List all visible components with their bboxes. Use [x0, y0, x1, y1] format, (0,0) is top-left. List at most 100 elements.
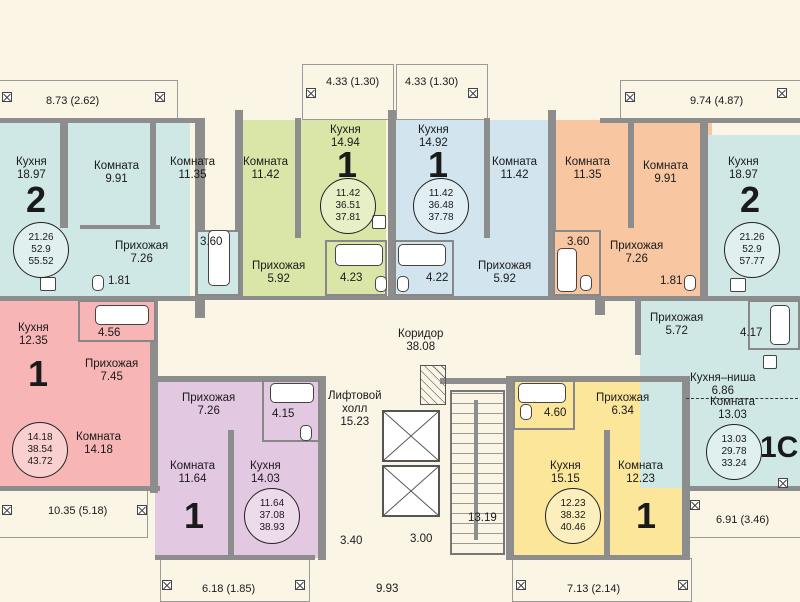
stove-icon: [763, 355, 777, 369]
toilet-icon: [520, 404, 532, 420]
toilet-icon: [92, 275, 104, 291]
vestibule-area: 3.00: [410, 533, 433, 545]
wall: [228, 430, 234, 558]
wall: [60, 118, 68, 228]
total-area-with-balcony: 43.72: [27, 456, 53, 467]
wall: [635, 300, 641, 355]
total-area: 38.54: [27, 444, 53, 455]
wall: [628, 118, 634, 228]
bathtub-icon: [398, 244, 446, 266]
wall: [388, 110, 396, 300]
area-summary: 14.18 38.54 43.72: [12, 422, 68, 478]
toilet-icon: [397, 276, 409, 292]
kitchen-label: Кухня 14.03: [250, 460, 281, 485]
stair-divider: [474, 400, 478, 540]
total-area-with-balcony: 33.24: [721, 458, 747, 469]
window-icon: [625, 92, 635, 102]
balcony-area: 9.74 (4.87): [690, 95, 744, 107]
window-icon: [468, 88, 478, 98]
window-icon: [2, 505, 12, 515]
corridor-label: Коридор 38.08: [398, 328, 444, 353]
balcony-area: 8.73 (2.62): [46, 95, 100, 107]
hall-label: Прихожая 7.26: [610, 240, 664, 265]
window-icon: [306, 88, 316, 98]
balcony-bottom-lilac: [160, 558, 310, 602]
room-label: Комната 11.35: [170, 156, 216, 181]
toilet-icon: [580, 275, 592, 291]
wall: [548, 110, 556, 300]
bath-label: 4.23: [340, 272, 363, 284]
entrance-area: 9.93: [376, 583, 399, 595]
wall: [295, 118, 301, 238]
kitchen-label: Кухня 14.92: [418, 124, 449, 149]
living-area: 11.64: [259, 498, 285, 509]
hall-label: Прихожая 7.26: [115, 240, 169, 265]
balcony-area: 4.33 (1.30): [326, 76, 380, 88]
living-area: 21.26: [739, 232, 765, 243]
room-label: Комната 11.35: [565, 156, 611, 181]
area-summary: 11.64 37.08 38.93: [244, 488, 300, 544]
area-summary: 21.26 52.9 57.77: [724, 222, 780, 278]
wall: [595, 300, 605, 315]
room-label: Комната 12.23: [618, 460, 664, 485]
room-count: 1С: [760, 431, 799, 464]
wall: [80, 225, 160, 229]
window-icon: [2, 92, 12, 102]
living-area: 12.23: [560, 498, 586, 509]
window-icon: [162, 580, 172, 590]
room-label: Комната 14.18: [76, 431, 122, 456]
total-area: 52.9: [742, 244, 762, 255]
sink-icon: [372, 215, 386, 229]
total-area-with-balcony: 37.81: [335, 212, 361, 223]
total-area-with-balcony: 55.52: [28, 256, 54, 267]
bathtub-icon: [270, 383, 314, 403]
living-area: 11.42: [428, 188, 454, 199]
wc-label: 1.81: [108, 275, 131, 287]
room-label: Комната 13.03: [710, 396, 756, 421]
wall: [682, 376, 690, 560]
area-summary: 13.03 29.78 33.24: [706, 424, 762, 480]
elevator-shaft: [382, 410, 440, 462]
wall: [150, 118, 156, 228]
balcony-bottom-yellow: [512, 558, 692, 602]
wall: [682, 486, 800, 491]
living-area: 11.42: [335, 188, 361, 199]
wc-label: 1.81: [660, 275, 683, 287]
bathtub-icon: [557, 248, 577, 292]
window-icon: [155, 92, 165, 102]
wall: [604, 430, 610, 558]
bath-label: 3.60: [200, 236, 223, 248]
hall-label: Прихожая 6.34: [596, 392, 650, 417]
wall: [150, 298, 158, 493]
room-count: 1: [28, 353, 49, 394]
bath-label: 4.56: [98, 327, 121, 339]
bathtub-icon: [770, 305, 790, 345]
bath-label: 4.22: [426, 272, 449, 284]
room-label: Комната 9.91: [643, 160, 689, 185]
bathtub-icon: [335, 244, 383, 266]
vestibule-area: 3.40: [340, 535, 363, 547]
hall-label: Прихожая 5.72: [650, 312, 704, 337]
living-area: 21.26: [28, 232, 54, 243]
wall: [700, 118, 708, 298]
room-count: 2: [26, 179, 47, 220]
wall: [506, 376, 514, 560]
kitchen-label: Кухня 12.35: [18, 322, 49, 347]
area-summary: 11.42 36.48 37.78: [413, 178, 469, 234]
vent-shaft: [420, 365, 446, 405]
balcony-area: 6.91 (3.46): [716, 514, 770, 526]
balcony-top-left: [0, 80, 178, 120]
total-area-with-balcony: 38.93: [259, 522, 285, 533]
bathtub-icon: [95, 305, 149, 325]
balcony-area: 10.35 (5.18): [48, 505, 108, 517]
balcony-top-mid-left: [302, 64, 394, 120]
lift-hall-label: Лифтовой холл 15.23: [328, 390, 382, 428]
kitchen-label: Кухня 14.94: [330, 124, 361, 149]
living-area: 14.18: [27, 432, 53, 443]
balcony-area: 4.33 (1.30): [405, 76, 459, 88]
room-label: Комната 9.91: [94, 160, 140, 185]
balcony-bottom-right: [686, 488, 800, 538]
room-count: 1: [337, 144, 358, 185]
hall-label: Прихожая 7.26: [182, 392, 236, 417]
area-summary: 11.42 36.51 37.81: [320, 178, 376, 234]
